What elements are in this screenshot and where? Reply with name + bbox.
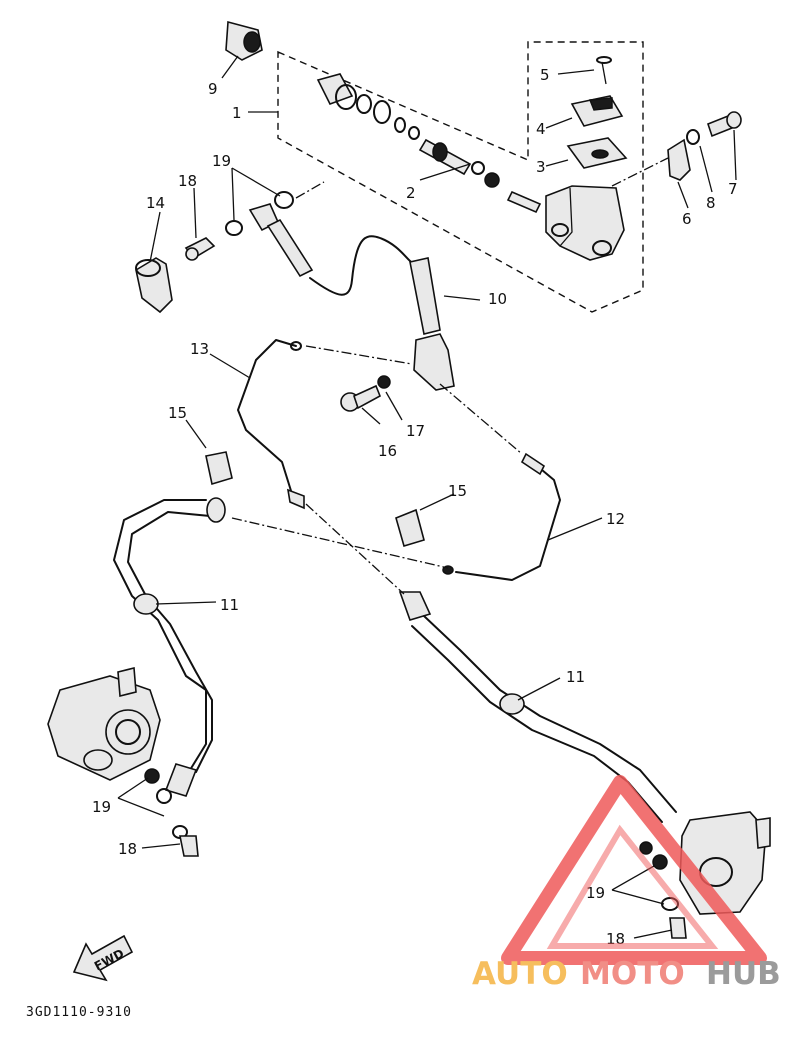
washer-part-17: [377, 375, 391, 389]
watermark-hub: HUB: [706, 956, 781, 992]
clamp-part-6: [667, 138, 691, 181]
hose-part-11-left: [113, 497, 226, 797]
callout-18-top: 18: [178, 172, 197, 190]
callout-17: 17: [406, 422, 425, 440]
clip-part-15-right: [395, 508, 425, 547]
bolt-part-16: [340, 384, 382, 412]
callout-18-left: 18: [118, 840, 137, 858]
fwd-arrow-icon: FWD: [72, 934, 134, 982]
callout-19-top: 19: [212, 152, 231, 170]
callout-11-left: 11: [220, 596, 239, 614]
callout-15-left: 15: [168, 404, 187, 422]
caliper-left: [47, 666, 161, 781]
assembly-outline: [277, 41, 644, 313]
watermark-moto: MOTO: [580, 956, 685, 992]
callout-5: 5: [540, 66, 550, 84]
callout-2: 2: [406, 184, 416, 202]
callout-10: 10: [488, 290, 507, 308]
callout-16: 16: [378, 442, 397, 460]
cap-part-9: [225, 20, 263, 61]
watermark-logo: AUTO MOTO HUB: [472, 775, 781, 992]
callout-14: 14: [146, 194, 165, 212]
watermark-auto: AUTO: [472, 956, 568, 992]
callout-6: 6: [682, 210, 692, 228]
callout-7: 7: [728, 180, 738, 198]
callout-1: 1: [232, 104, 242, 122]
clip-part-15-left: [205, 451, 233, 486]
hose-part-10: [248, 203, 455, 391]
callout-19-right: 19: [586, 884, 605, 902]
callout-4: 4: [536, 120, 546, 138]
callout-13: 13: [190, 340, 209, 358]
washer-part-19-top: [225, 191, 294, 236]
hose-part-11-right: [398, 591, 677, 823]
bolt-part-18-left: [179, 835, 199, 857]
washer-part-8: [686, 129, 700, 145]
callout-labels: 9 1 2 3 4 5 6 7 8 10 19 18 14 13 15 15 1…: [92, 66, 738, 948]
callout-19-left: 19: [92, 798, 111, 816]
callout-8: 8: [706, 194, 716, 212]
callout-3: 3: [536, 158, 546, 176]
bolt-part-18-top: [184, 237, 216, 261]
callout-15-right: 15: [448, 482, 467, 500]
pipe-part-13: [237, 339, 305, 510]
leader-lines: [117, 55, 737, 939]
callout-11-right: 11: [566, 668, 585, 686]
pipe-part-12: [442, 452, 561, 581]
watermark-triangle: [501, 775, 767, 965]
caliper-right: [679, 811, 771, 915]
cover-part-14: [135, 257, 173, 314]
master-cylinder: [506, 56, 628, 261]
bolt-part-7: [707, 111, 742, 138]
callout-9: 9: [208, 80, 218, 98]
callout-12: 12: [606, 510, 625, 528]
bolt-part-18-right: [669, 917, 687, 939]
piston-kit: [316, 73, 500, 188]
part-code: 3GD1110-9310: [26, 1005, 132, 1020]
washer-part-19-left: [144, 768, 188, 839]
